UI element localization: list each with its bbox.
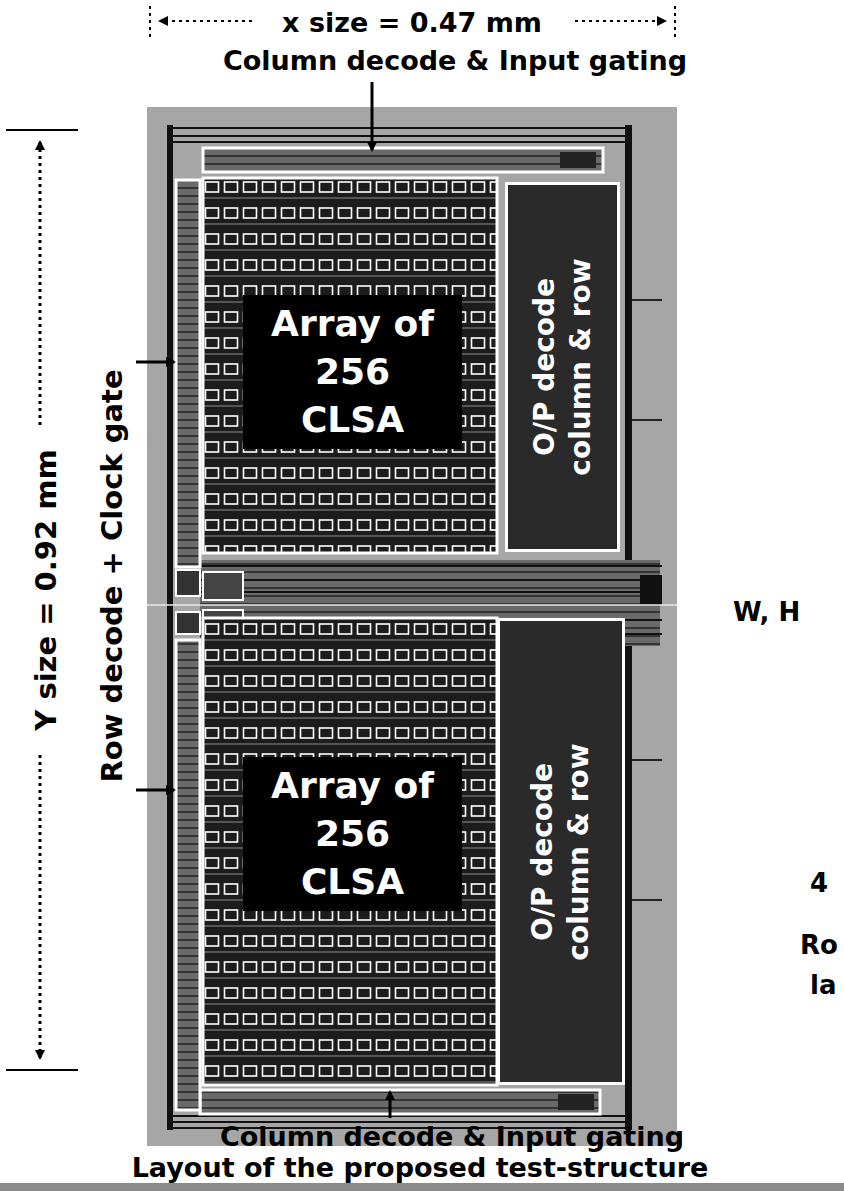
array-label-box: Array of 256 CLSA — [243, 757, 462, 911]
dimension-label: Y size = 0.92 mm — [29, 449, 63, 730]
part-label: Column decode & Input gating — [223, 45, 687, 76]
array-label: Array of 256 CLSA — [264, 762, 442, 906]
part-label: W, H — [733, 597, 800, 627]
decoder-block: O/P decode column & row — [497, 618, 625, 1085]
array-label-box: Array of 256 CLSA — [243, 295, 462, 449]
figure-caption: Layout of the proposed test-structure — [132, 1152, 709, 1183]
part-label: Row decode + Clock gate — [95, 369, 129, 782]
block-label: O/P decode column & row — [527, 242, 599, 492]
array-label: Array of 256 CLSA — [264, 300, 442, 444]
part-label: 4 — [810, 868, 828, 898]
block-label: O/P decode column & row — [525, 727, 597, 977]
decoder-block: O/P decode column & row — [505, 182, 620, 552]
dimension-label: x size = 0.47 mm — [282, 7, 542, 38]
part-label: la — [810, 970, 836, 1000]
part-label: Ro — [800, 930, 838, 960]
part-label: Column decode & Input gating — [220, 1121, 684, 1152]
